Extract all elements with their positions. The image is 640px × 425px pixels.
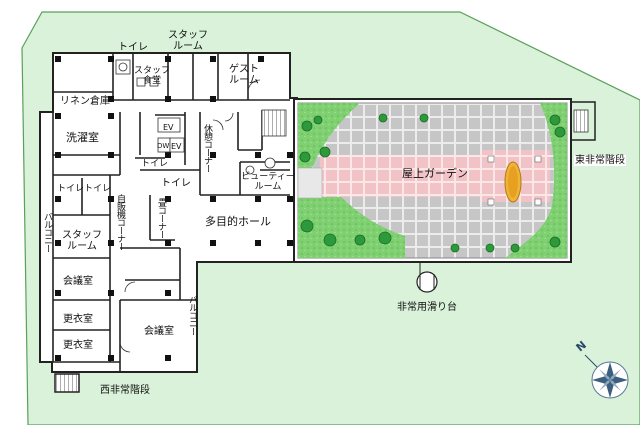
label-linen-storage: リネン倉庫 [60,96,110,107]
guest-room-line-2: ルーム [229,75,259,86]
label-changing-room-1: 更衣室 [63,314,93,325]
label-vending-corner: 自販機コーナー [115,194,125,250]
label-toilet-hall: トイレ [161,178,191,189]
label-emergency-slide: 非常用滑り台 [397,302,457,313]
stairs-east-frame [570,101,596,141]
label-ev-2: EV [171,142,182,151]
label-toilet-left-1: トイレ [57,184,85,194]
label-ev: EV [163,123,174,132]
staff-cafeteria-line-1: スタッフ [134,66,171,76]
staff-cafeteria-line-2: 食堂 [142,76,161,86]
label-dw: DW [157,142,170,150]
label-toilet-left-2: トイレ [84,184,112,194]
label-staff-room-top: スタッフ ルーム [166,30,210,52]
shrubs [299,113,566,253]
label-west-stairs: 西非常階段 [100,385,150,396]
staff-room-bottom-line-2: ルーム [67,241,97,252]
beauty-room-line-2: ルーム [254,182,282,192]
label-meeting-room-1: 会議室 [63,276,93,287]
stairs-west [54,373,80,393]
columns [55,56,293,361]
label-guest-room: ゲスト ルーム [226,64,262,86]
staff-room-bottom-line-1: スタッフ [62,230,102,241]
label-staff-cafeteria: スタッフ 食堂 [134,66,170,86]
stairs-inner [261,109,287,137]
label-lounge: 休憩コーナー [202,124,212,172]
compass-rose-icon [591,361,629,399]
label-east-stairs: 東非常階段 [574,155,626,166]
label-meeting-room-2: 会議室 [144,326,174,337]
guest-room-line-1: ゲスト [229,64,259,75]
label-toilet-small: トイレ [141,159,169,169]
stairs-east [573,109,589,133]
label-tatami-corner: 畳コーナー [156,198,166,238]
label-staff-room-bottom: スタッフ ルーム [60,230,104,252]
fixtures [115,59,276,353]
emergency-slide-marker [416,271,438,293]
entry-pad [297,167,323,199]
staff-room-top-line-2: ルーム [173,41,203,52]
grass-top-left [298,103,360,168]
label-beauty-room: ビューティー ルーム [240,172,296,192]
beauty-room-line-1: ビューティー [241,172,295,182]
label-changing-room-2: 更衣室 [63,340,93,351]
label-laundry: 洗濯室 [66,131,99,144]
label-rooftop-garden: 屋上ガーデン [402,167,468,180]
grass-right [505,103,567,258]
label-balcony-left: バルコニー [42,212,52,252]
staff-room-top-line-1: スタッフ [168,30,208,41]
label-toilet-top: トイレ [118,42,148,53]
label-balcony-right: バルコニー [187,295,197,335]
label-multipurpose-hall: 多目的ホール [205,215,271,228]
garden-lights [487,155,542,206]
